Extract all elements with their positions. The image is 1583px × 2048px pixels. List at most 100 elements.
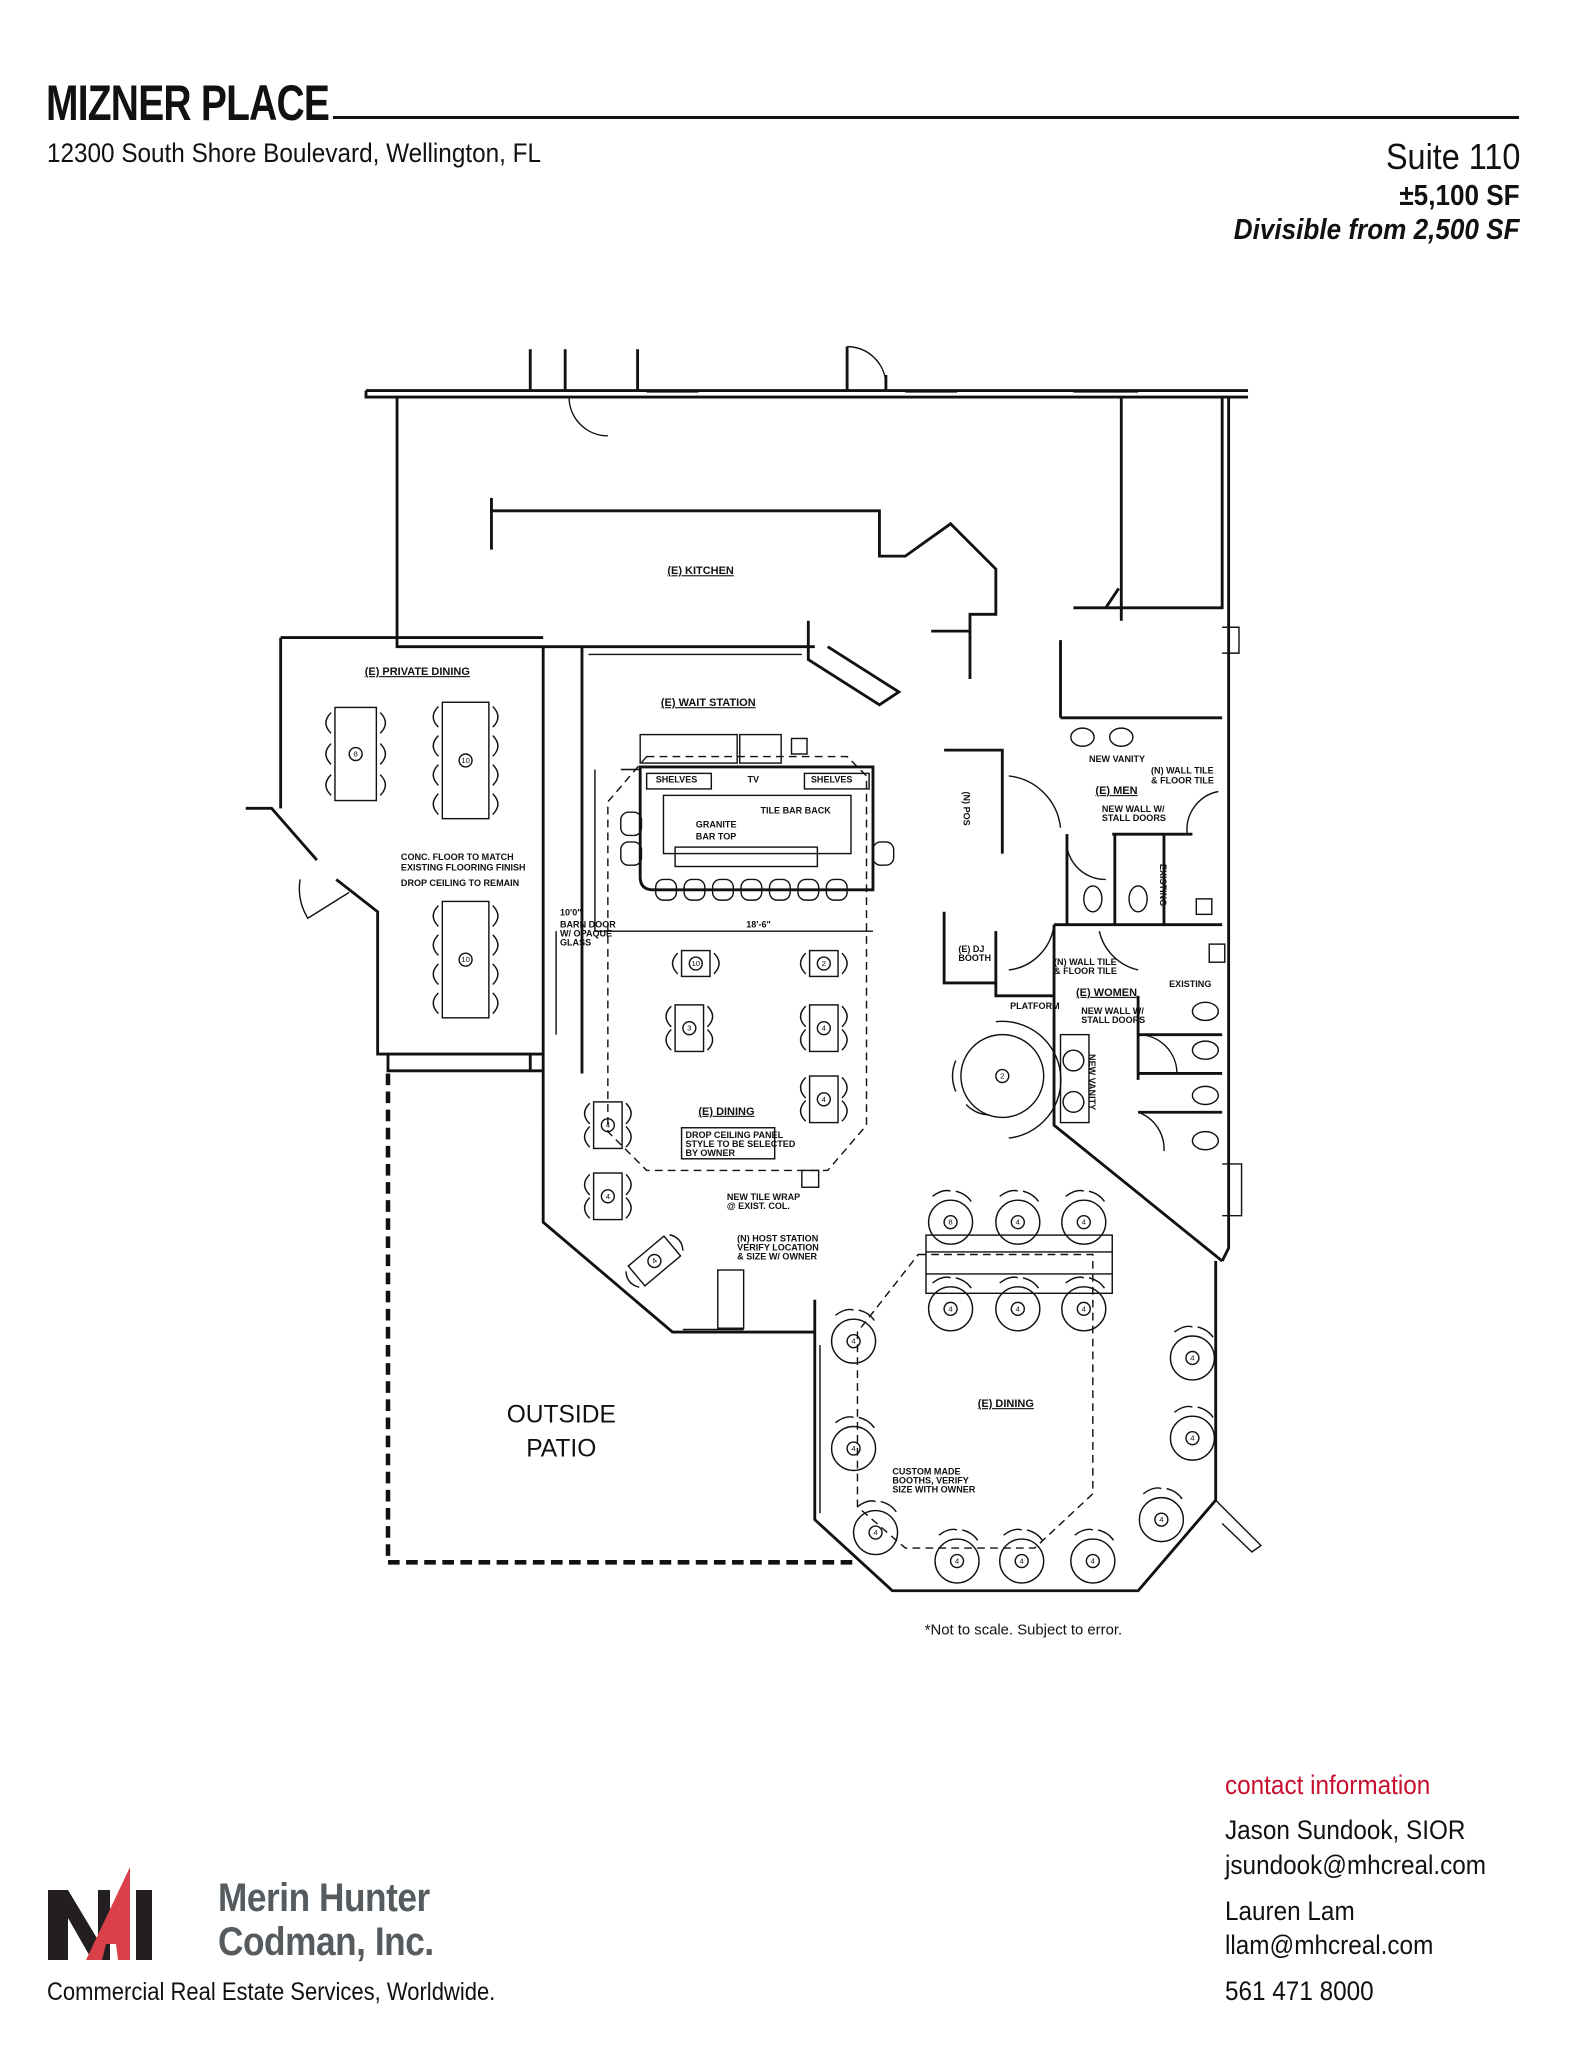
svg-text:(N) POS: (N) POS bbox=[962, 791, 972, 825]
dining-table: 4 bbox=[999, 1528, 1045, 1584]
svg-text:DROP CEILING TO REMAIN: DROP CEILING TO REMAIN bbox=[401, 878, 519, 888]
ceiling-outline-octagon bbox=[856, 1253, 1094, 1549]
wall-main-left bbox=[541, 620, 902, 1334]
svg-text:EXISTING: EXISTING bbox=[1158, 864, 1168, 906]
svg-text:STALL DOORS: STALL DOORS bbox=[1102, 813, 1166, 823]
contact-heading: contact information bbox=[1225, 1770, 1431, 1800]
seat-count: 10 bbox=[691, 959, 700, 968]
svg-text:BOOTH: BOOTH bbox=[958, 953, 991, 963]
property-address: 12300 South Shore Boulevard, Wellington,… bbox=[47, 138, 541, 168]
plan-labels: (E) KITCHEN (E) PRIVATE DINING (E) WAIT … bbox=[365, 565, 1214, 1494]
booth-bench bbox=[925, 1234, 1113, 1295]
svg-text:& SIZE W/ OWNER: & SIZE W/ OWNER bbox=[737, 1252, 817, 1262]
seat-count: 2 bbox=[822, 959, 826, 968]
dining-table: 4 bbox=[1070, 1528, 1116, 1584]
dining-table: 4 bbox=[995, 1189, 1041, 1245]
svg-text:SHELVES: SHELVES bbox=[656, 774, 698, 784]
svg-text:(E) KITCHEN: (E) KITCHEN bbox=[667, 565, 734, 577]
title-rule bbox=[333, 116, 1519, 119]
contact-name: Lauren Lam bbox=[1225, 1896, 1355, 1926]
bar-stool bbox=[683, 878, 706, 901]
divisible-note: Divisible from 2,500 SF bbox=[1234, 214, 1520, 246]
svg-text:NEW WALL W/: NEW WALL W/ bbox=[1081, 1006, 1144, 1016]
bar-stool bbox=[797, 878, 820, 901]
dining-table: 10 bbox=[432, 900, 499, 1019]
seat-count: 4 bbox=[948, 1304, 953, 1313]
seat-count: 4 bbox=[822, 1095, 827, 1104]
dining-table: 8 bbox=[927, 1189, 974, 1245]
svg-text:W/ OPAQUE: W/ OPAQUE bbox=[560, 928, 612, 938]
seat-count: 4 bbox=[851, 1337, 856, 1346]
bar-stool bbox=[620, 811, 643, 837]
seat-count: 10 bbox=[461, 756, 470, 765]
dining-table: 4 bbox=[927, 1276, 974, 1332]
svg-text:(N) WALL TILE: (N) WALL TILE bbox=[1151, 765, 1214, 775]
wall-private-dining bbox=[245, 636, 544, 1073]
seat-count: 4 bbox=[822, 1024, 827, 1033]
svg-text:(E) WAIT STATION: (E) WAIT STATION bbox=[661, 697, 756, 709]
bar-stool bbox=[872, 841, 895, 866]
bar-stool bbox=[711, 878, 735, 901]
svg-text:(E) MEN: (E) MEN bbox=[1095, 785, 1137, 797]
dining-table: 4 bbox=[625, 1234, 684, 1288]
svg-text:& FLOOR TILE: & FLOOR TILE bbox=[1054, 966, 1117, 976]
svg-text:BARN DOOR: BARN DOOR bbox=[560, 919, 616, 929]
svg-text:GLASS: GLASS bbox=[560, 937, 591, 947]
svg-text:VERIFY LOCATION: VERIFY LOCATION bbox=[737, 1243, 819, 1253]
seat-count: 4 bbox=[1020, 1557, 1025, 1566]
svg-text:CONC. FLOOR TO MATCH: CONC. FLOOR TO MATCH bbox=[401, 852, 514, 862]
svg-text:TILE BAR BACK: TILE BAR BACK bbox=[760, 805, 831, 815]
seat-count: 8 bbox=[948, 1218, 952, 1227]
svg-text:DROP CEILING PANEL: DROP CEILING PANEL bbox=[685, 1130, 783, 1140]
contact-phone[interactable]: 561 471 8000 bbox=[1225, 1976, 1374, 2006]
host-station bbox=[717, 1269, 745, 1329]
bar-stool bbox=[654, 878, 678, 901]
svg-text:EXISTING FLOORING FINISH: EXISTING FLOORING FINISH bbox=[401, 862, 526, 872]
bar-stool bbox=[620, 841, 643, 866]
seat-count: 4 bbox=[1016, 1218, 1021, 1227]
dining-table: 10 bbox=[671, 949, 720, 978]
contact-email[interactable]: jsundook@mhcreal.com bbox=[1225, 1850, 1487, 1880]
seat-count: 4 bbox=[851, 1444, 856, 1453]
right-jog bbox=[1215, 626, 1263, 1553]
seat-count: 10 bbox=[461, 955, 470, 964]
svg-text:NEW WALL W/: NEW WALL W/ bbox=[1102, 804, 1165, 814]
dining-table: 4 bbox=[1169, 1405, 1216, 1461]
brand-name-line1: Merin Hunter bbox=[218, 1876, 430, 1920]
window-segments bbox=[542, 645, 821, 1514]
svg-text:BY OWNER: BY OWNER bbox=[685, 1148, 735, 1158]
bar bbox=[594, 733, 875, 932]
bar-stool bbox=[740, 878, 763, 901]
svg-text:SIZE WITH OWNER: SIZE WITH OWNER bbox=[892, 1484, 975, 1494]
contact-email[interactable]: llam@mhcreal.com bbox=[1225, 1930, 1434, 1960]
wall-top bbox=[364, 346, 1249, 399]
svg-text:NEW VANITY: NEW VANITY bbox=[1087, 1054, 1097, 1110]
seat-count: 3 bbox=[687, 1024, 691, 1033]
ceiling-outline-main bbox=[607, 755, 868, 1172]
svg-text:EXISTING: EXISTING bbox=[1169, 979, 1211, 989]
square-footage: ±5,100 SF bbox=[1399, 180, 1520, 212]
dining-table: 4 bbox=[1061, 1276, 1107, 1332]
dining-table: 4 bbox=[852, 1500, 899, 1556]
svg-text:STALL DOORS: STALL DOORS bbox=[1081, 1015, 1145, 1025]
svg-text:(E) WOMEN: (E) WOMEN bbox=[1076, 987, 1137, 999]
seat-count: 8 bbox=[354, 749, 358, 758]
svg-text:CUSTOM MADE: CUSTOM MADE bbox=[892, 1466, 960, 1476]
svg-text:18'-6": 18'-6" bbox=[746, 919, 771, 929]
svg-text:BAR TOP: BAR TOP bbox=[696, 831, 737, 841]
dining-table: 2 bbox=[951, 1060, 1010, 1116]
svg-text:& FLOOR TILE: & FLOOR TILE bbox=[1151, 776, 1214, 786]
dining-table: 4 bbox=[799, 1004, 848, 1053]
dining-table: 4 bbox=[1138, 1487, 1185, 1543]
suite-number: Suite 110 bbox=[1385, 136, 1520, 177]
svg-text:(E) DINING: (E) DINING bbox=[698, 1106, 754, 1118]
brand-name-line2: Codman, Inc. bbox=[218, 1920, 434, 1964]
wall-restrooms bbox=[942, 640, 1224, 1263]
wall-kitchen bbox=[395, 397, 1224, 679]
svg-text:BOOTHS, VERIFY: BOOTHS, VERIFY bbox=[892, 1475, 968, 1485]
dining-table: 4 bbox=[830, 1308, 877, 1364]
svg-text:(N) WALL TILE: (N) WALL TILE bbox=[1054, 957, 1117, 967]
dining-table: 4 bbox=[583, 1172, 632, 1221]
